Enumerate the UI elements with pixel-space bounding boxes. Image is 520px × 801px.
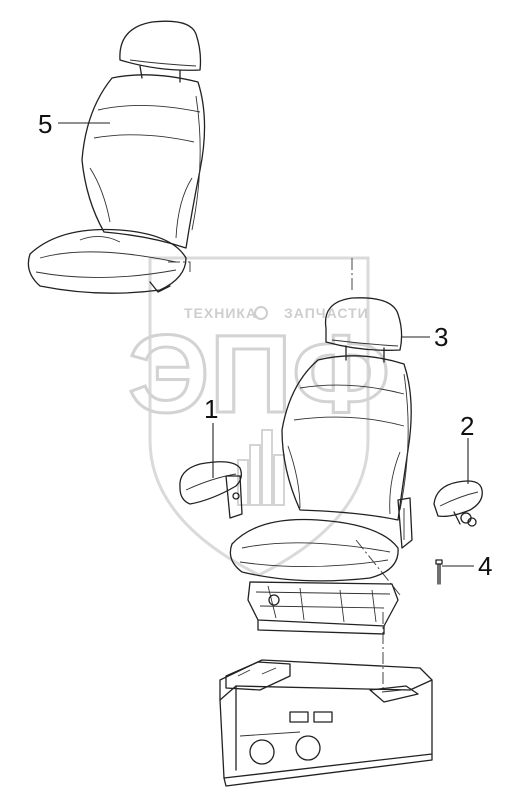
armrest-left-part-1 — [179, 461, 243, 519]
callout-4: 4 — [442, 551, 492, 581]
callout-2: 2 — [460, 411, 474, 484]
watermark-logo-text: ЭПФ — [128, 313, 390, 436]
seat-assembly-part-3 — [229, 297, 413, 635]
callout-3: 3 — [402, 322, 448, 352]
callout-1: 1 — [204, 394, 218, 478]
seat-mounting-box — [219, 659, 433, 787]
callout-label-2: 2 — [460, 411, 474, 441]
seat-upper-part-5 — [27, 20, 206, 294]
callout-5: 5 — [38, 109, 110, 139]
watermark-text-right: ЗАПЧАСТИ — [284, 305, 369, 321]
bolt-part-4 — [435, 559, 443, 585]
callout-label-4: 4 — [478, 551, 492, 581]
gear-icon — [254, 306, 268, 320]
watermark: ТЕХНИКА ЗАПЧАСТИ ЭПФ — [127, 256, 392, 577]
callout-label-5: 5 — [38, 109, 52, 139]
callout-label-1: 1 — [204, 394, 218, 424]
callout-label-3: 3 — [434, 322, 448, 352]
watermark-text-left: ТЕХНИКА — [184, 305, 257, 321]
watermark-buildings-icon — [237, 429, 285, 506]
armrest-right-part-2 — [433, 480, 483, 527]
